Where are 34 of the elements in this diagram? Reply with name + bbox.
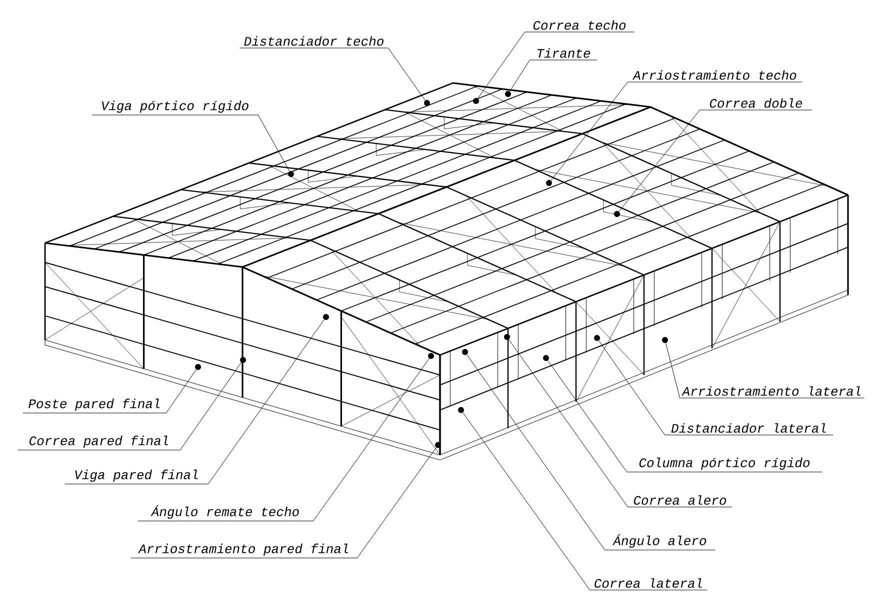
leader-line xyxy=(466,354,716,550)
part-label: Ángulo alero xyxy=(612,534,706,548)
leader-line xyxy=(618,110,812,212)
part-label: Correa doble xyxy=(710,98,802,108)
part-label: Correa lateral xyxy=(594,578,702,588)
leader-line xyxy=(550,82,802,181)
leader-line xyxy=(598,340,834,436)
part-label: Columna pórtico rígido xyxy=(639,458,810,470)
leader-line xyxy=(92,114,290,172)
part-label: Correa pared final xyxy=(30,436,168,448)
part-label: Viga pórtico rígido xyxy=(102,100,248,113)
part-label: Arriostramiento pared final xyxy=(138,544,348,556)
leader-line xyxy=(462,412,708,590)
part-label: Distanciador lateral xyxy=(671,423,826,433)
leader-line xyxy=(18,362,242,450)
part-label: Arriostramiento lateral xyxy=(682,386,860,396)
part-label: Tirante xyxy=(537,48,590,58)
part-label: Correa techo xyxy=(533,20,626,30)
leader-line xyxy=(478,32,634,99)
leader-line xyxy=(548,360,822,472)
leader-line xyxy=(240,48,426,101)
part-label: Poste pared final xyxy=(28,398,160,411)
leader-line xyxy=(64,319,324,484)
part-label: Ángulo remate techo xyxy=(150,505,299,519)
part-label: Distanciador techo xyxy=(244,36,384,46)
part-label: Viga pared final xyxy=(75,470,198,482)
leader-line xyxy=(138,358,430,522)
part-label: Arriostramiento techo xyxy=(632,70,796,80)
leader-line xyxy=(130,447,436,558)
leader-line xyxy=(22,369,196,414)
leader-line xyxy=(666,342,864,398)
leader-line xyxy=(508,339,732,508)
part-label: Correa alero xyxy=(634,495,726,505)
leader-line xyxy=(509,60,598,92)
